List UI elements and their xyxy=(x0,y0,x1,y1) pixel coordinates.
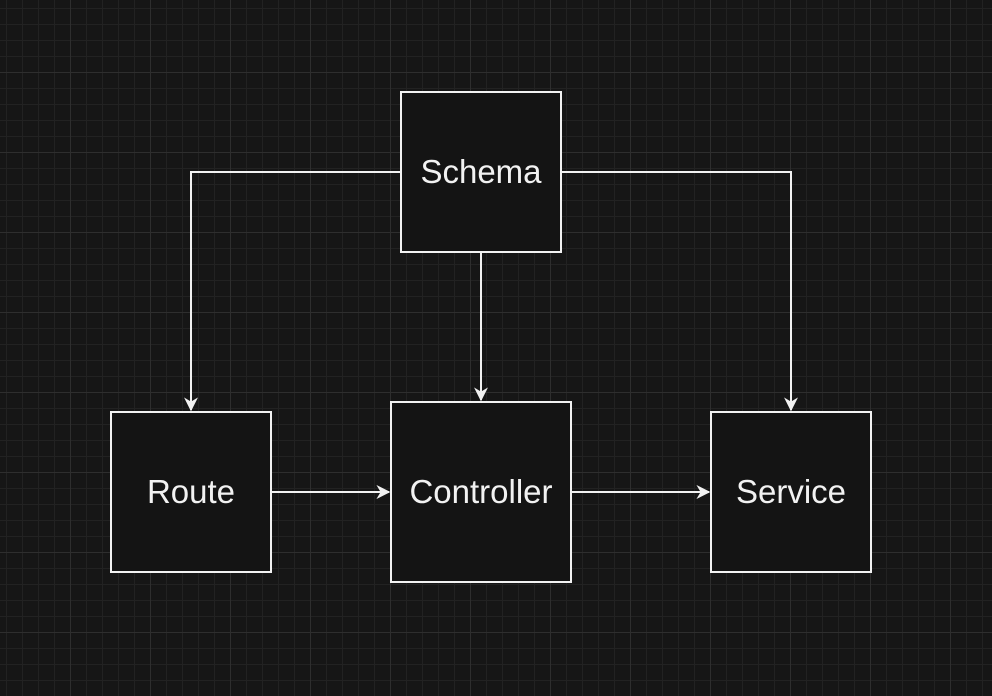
node-route[interactable]: Route xyxy=(110,411,272,573)
node-controller-label: Controller xyxy=(409,473,553,510)
node-schema-label: Schema xyxy=(420,153,542,190)
edge-schema-to-route xyxy=(184,171,400,412)
edge-schema-to-service xyxy=(562,171,798,412)
node-service[interactable]: Service xyxy=(710,411,872,573)
node-controller[interactable]: Controller xyxy=(390,401,572,583)
node-route-label: Route xyxy=(146,473,236,510)
node-service-label: Service xyxy=(735,473,847,510)
node-schema[interactable]: Schema xyxy=(400,91,562,253)
